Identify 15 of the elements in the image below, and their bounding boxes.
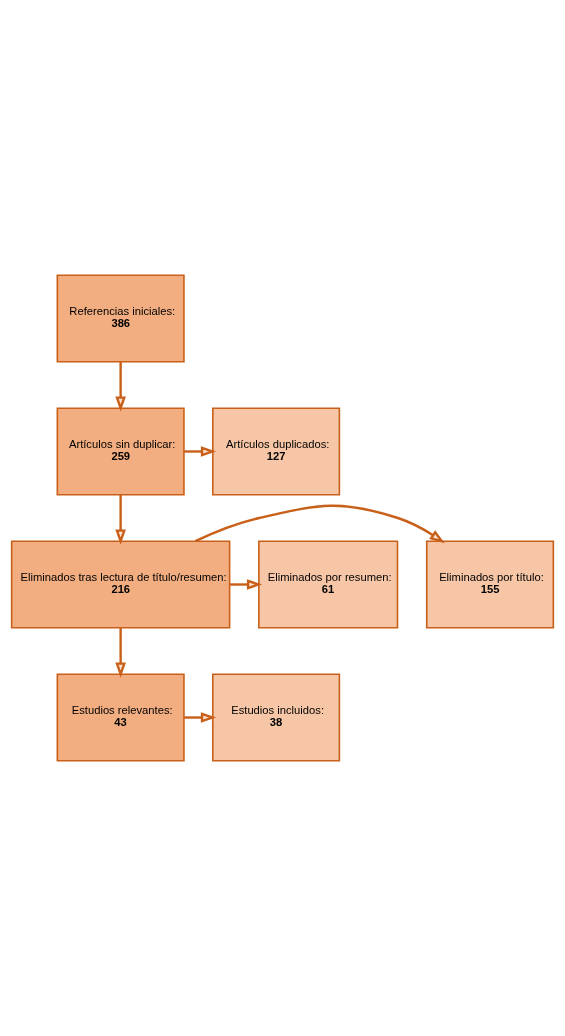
arrow [115, 628, 126, 678]
node-box: Estudios relevantes: 43 [56, 673, 185, 762]
node-box: Artículos sin duplicar: 259 [56, 407, 185, 496]
node-box: Estudios incluidos: 38 [212, 673, 341, 762]
node-box: Eliminados por resumen: 61 [258, 540, 399, 629]
node-box: Referencias iniciales: 386 [56, 274, 185, 363]
node-box: Artículos duplicados: 127 [212, 407, 341, 496]
arrow [184, 712, 217, 723]
node-box: Eliminados por título: 155 [425, 540, 555, 629]
arrow [229, 579, 263, 590]
node-box: Eliminados tras lectura de título/resumen: 216 [10, 540, 231, 629]
arrow [115, 494, 126, 545]
arrow [184, 446, 217, 457]
arrow [115, 361, 126, 412]
arrow [194, 504, 445, 544]
